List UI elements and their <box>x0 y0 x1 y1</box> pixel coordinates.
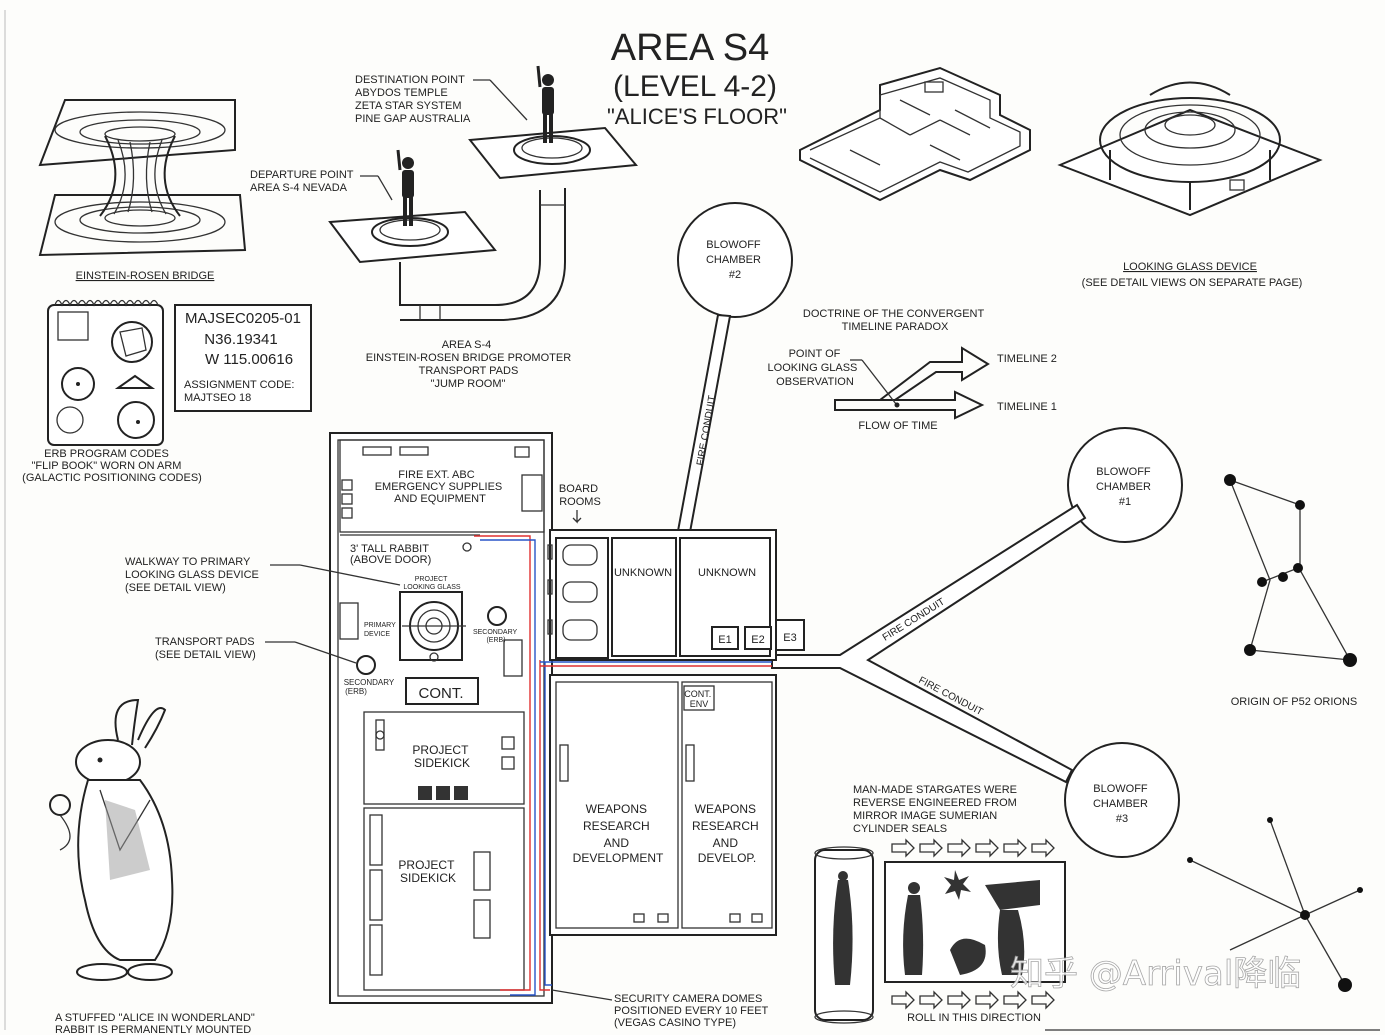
project-sidekick-label-1: PROJECT SIDEKICK <box>412 743 471 770</box>
secondary-erb-label-2: SECONDARY (ERB) <box>344 678 397 696</box>
flip-book-illustration: ERB PROGRAM CODES "FLIP BOOK" WORN ON AR… <box>22 299 202 484</box>
jump-room-illustration: DESTINATION POINT ABYDOS TEMPLE ZETA STA… <box>250 65 638 390</box>
left-callouts: WALKWAY TO PRIMARY LOOKING GLASS DEVICE … <box>125 556 401 664</box>
blowoff-chamber-1: BLOWOFF CHAMBER #1 <box>1067 427 1183 543</box>
isometric-floor-plan <box>799 66 1031 202</box>
secondary-erb-label: SECONDARY (ERB) <box>473 629 519 644</box>
assignment-label: ASSIGNMENT CODE: <box>184 379 294 391</box>
watermark-text: 知乎 @Arrival降临 <box>1010 954 1301 994</box>
blowoff2-label: BLOWOFF CHAMBER #2 <box>706 239 764 281</box>
walkway-label: WALKWAY TO PRIMARY LOOKING GLASS DEVICE … <box>125 556 262 594</box>
see-detail-label: (SEE DETAIL VIEWS ON SEPARATE PAGE) <box>1082 277 1303 289</box>
assignment-code: MAJTSEO 18 <box>184 392 251 404</box>
cont-env-label: CONT. ENV <box>684 689 714 709</box>
security-callout: SECURITY CAMERA DOMES POSITIONED EVERY 1… <box>551 989 771 1029</box>
blowoff-chamber-2: BLOWOFF CHAMBER #2 <box>677 202 793 318</box>
timeline-paradox: DOCTRINE OF THE CONVERGENT TIMELINE PARA… <box>768 308 1057 432</box>
e2-label: E2 <box>751 634 764 646</box>
transport-pads-label: TRANSPORT PADS (SEE DETAIL VIEW) <box>155 636 258 661</box>
blowoff1-label: BLOWOFF CHAMBER #1 <box>1096 466 1154 508</box>
page-title: AREA S4 (LEVEL 4-2) "ALICE'S FLOOR" <box>607 27 787 129</box>
orion-constellation: ORIGIN OF P52 ORIONS <box>1224 474 1357 708</box>
project-lg-label: PROJECT LOOKING GLASS <box>403 576 461 591</box>
weapons-label-2: WEAPONS RESEARCH AND DEVELOP. <box>692 802 762 865</box>
arrow-row-top-icon <box>891 838 1055 858</box>
weapons-label-1: WEAPONS RESEARCH AND DEVELOPMENT <box>573 802 664 865</box>
unknown-room-a: UNKNOWN <box>614 567 672 579</box>
blowoff-chamber-3: BLOWOFF CHAMBER #3 <box>1064 742 1180 858</box>
einstein-rosen-label: EINSTEIN-ROSEN BRIDGE <box>76 270 215 282</box>
jump-room-label: AREA S-4 EINSTEIN-ROSEN BRIDGE PROMOTER … <box>366 339 574 390</box>
majsec-lon: W 115.00616 <box>205 351 293 368</box>
title-line3: "ALICE'S FLOOR" <box>607 104 787 129</box>
roll-direction-label: ROLL IN THIS DIRECTION <box>907 1012 1041 1024</box>
timeline2-label: TIMELINE 2 <box>997 353 1057 365</box>
majsec-box: MAJSEC0205-01 N36.19341 W 115.00616 ASSI… <box>174 304 312 412</box>
point-of-label: POINT OF LOOKING GLASS OBSERVATION <box>768 348 861 388</box>
board-rooms-label: BOARD ROOMS <box>559 483 601 508</box>
e3-label: E3 <box>783 632 796 644</box>
fire-ext-label: FIRE EXT. ABC EMERGENCY SUPPLIES AND EQU… <box>375 469 506 505</box>
e1-label: E1 <box>718 634 731 646</box>
destination-label: DESTINATION POINT ABYDOS TEMPLE ZETA STA… <box>355 74 471 125</box>
einstein-rosen-bridge-illustration: EINSTEIN-ROSEN BRIDGE <box>38 99 247 282</box>
floor-plan: FIRE EXT. ABC EMERGENCY SUPPLIES AND EQU… <box>329 432 805 1004</box>
second-constellation <box>1187 817 1363 991</box>
title-line2: (LEVEL 4-2) <box>613 70 777 103</box>
alice-rabbit-label: A STUFFED "ALICE IN WONDERLAND" RABBIT I… <box>55 1012 258 1035</box>
timeline1-label: TIMELINE 1 <box>997 401 1057 413</box>
rabbit-door-label: 3' TALL RABBIT (ABOVE DOOR) <box>350 543 432 566</box>
primary-device-label: PRIMARY DEVICE <box>364 622 398 638</box>
erb-codes-label: ERB PROGRAM CODES "FLIP BOOK" WORN ON AR… <box>22 448 202 484</box>
looking-glass-device-illustration: LOOKING GLASS DEVICE (SEE DETAIL VIEWS O… <box>1057 81 1323 289</box>
majsec-code: MAJSEC0205-01 <box>185 310 301 327</box>
security-label: SECURITY CAMERA DOMES POSITIONED EVERY 1… <box>614 993 771 1029</box>
star-icon <box>944 870 971 900</box>
project-sidekick-label-2: PROJECT SIDEKICK <box>398 858 457 885</box>
looking-glass-label: LOOKING GLASS DEVICE <box>1123 261 1257 273</box>
cont-label: CONT. <box>419 685 464 702</box>
figure-departure-icon <box>396 149 414 226</box>
origin-orions-label: ORIGIN OF P52 ORIONS <box>1231 696 1358 708</box>
stargates-label: MAN-MADE STARGATES WERE REVERSE ENGINEER… <box>853 784 1020 835</box>
doctrine-label: DOCTRINE OF THE CONVERGENT TIMELINE PARA… <box>803 308 987 333</box>
figure-destination-icon <box>536 65 554 143</box>
unknown-room-b: UNKNOWN <box>698 567 756 579</box>
arrow-row-bottom-icon <box>891 990 1055 1010</box>
cylinder-seal-section: MAN-MADE STARGATES WERE REVERSE ENGINEER… <box>814 784 1066 1024</box>
blowoff3-label: BLOWOFF CHAMBER #3 <box>1093 783 1151 825</box>
majsec-lat: N36.19341 <box>204 331 277 348</box>
flow-of-time-label: FLOW OF TIME <box>858 420 937 432</box>
white-rabbit-illustration: A STUFFED "ALICE IN WONDERLAND" RABBIT I… <box>49 698 258 1035</box>
departure-label: DEPARTURE POINT AREA S-4 NEVADA <box>250 169 356 194</box>
title-line1: AREA S4 <box>611 27 769 69</box>
